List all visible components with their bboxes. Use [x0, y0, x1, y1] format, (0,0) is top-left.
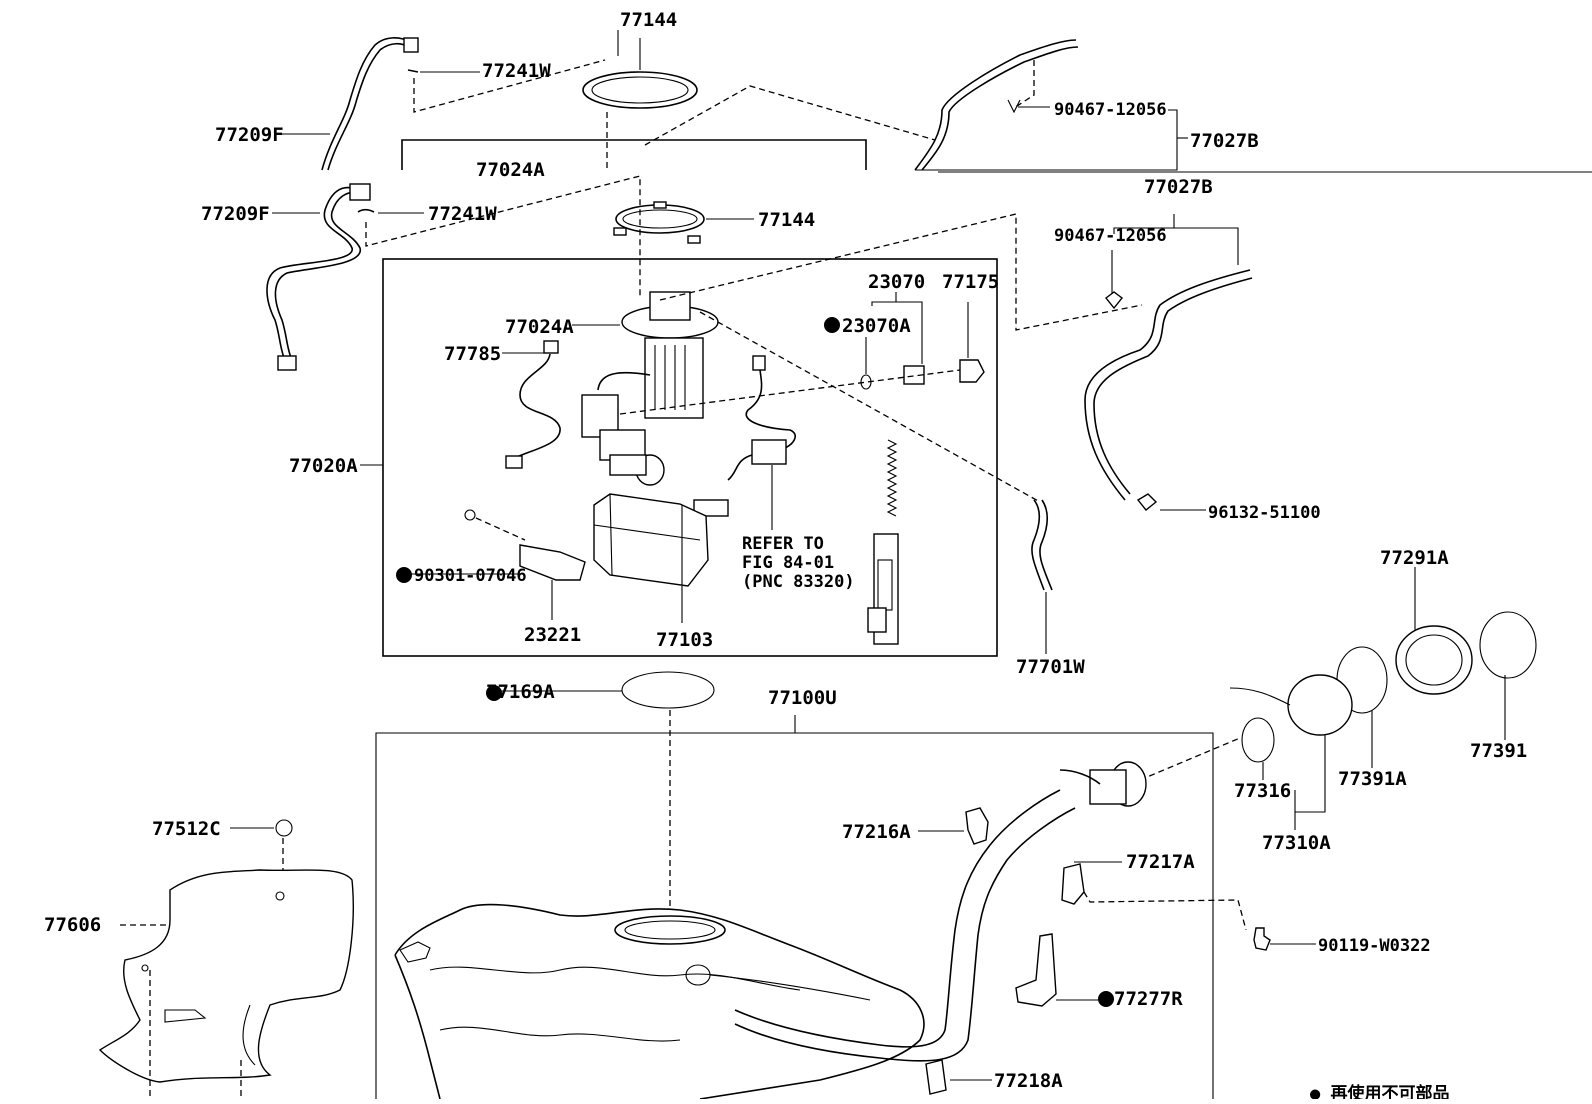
heat-shield-section: 77512C 77606: [44, 818, 354, 1099]
label-77606: 77606: [44, 914, 101, 936]
label-23070: 23070: [868, 271, 925, 293]
assembly-frame-77020a: [382, 258, 998, 657]
valve-23070: [619, 292, 985, 415]
ring-77144-top: [582, 71, 698, 109]
hose-77209f-top: [321, 37, 411, 171]
label-23221: 23221: [524, 624, 581, 646]
label-77175: 77175: [942, 271, 999, 293]
label-77512c: 77512C: [152, 818, 221, 840]
non-reusable-mark-23070a: [824, 317, 840, 333]
heat-shield-77606: [98, 869, 354, 1083]
level-gauge: [867, 439, 899, 645]
clip-77512c: [275, 819, 293, 837]
label-77169a: 77169A: [486, 681, 555, 703]
top-strip: 77144 77241W 77209F 90467-12056 77027B 7…: [215, 9, 1592, 181]
gasket-77391: [1479, 611, 1537, 679]
label-77241w: 77241W: [428, 203, 497, 225]
label-77310a: 77310A: [1262, 832, 1331, 854]
fuel-tank-section: 77169A 77100U 77216A 77217A 90119-W0322 …: [375, 671, 1431, 1100]
label-77316: 77316: [1234, 780, 1291, 802]
ring-77144: [615, 204, 705, 234]
refer-line-3: (PNC 83320): [742, 572, 855, 592]
refer-line-1: REFER TO: [742, 534, 824, 554]
hose-77209f: [266, 186, 359, 361]
filter-housing-77103: [593, 493, 709, 623]
legend-non-reusable: ● 再使用不可部品: [1310, 1083, 1449, 1099]
filler-cap-section: 77291A 77391 77391A 77316 77310A: [1139, 547, 1537, 854]
ring-77316: [1241, 717, 1275, 763]
label-77103: 77103: [656, 629, 713, 651]
non-reusable-mark-77169a: [486, 685, 502, 701]
label-77100u: 77100U: [768, 687, 837, 709]
pump-assembly-section: 77209F 77241W 77144 77027B 90467-12056 2…: [201, 175, 1321, 678]
label-90301: 90301-07046: [414, 566, 527, 586]
neck-77291a: [1395, 625, 1473, 695]
bracket-77277r: [1015, 933, 1057, 1007]
label-77209f: 77209F: [201, 203, 270, 225]
bracket-77218a: [925, 1059, 947, 1095]
bolt-90119: [1253, 927, 1271, 951]
non-reusable-mark-77277r: [1098, 991, 1114, 1007]
refer-line-2: FIG 84-01: [742, 553, 834, 573]
label-96132: 96132-51100: [1208, 503, 1321, 523]
gasket-77169a: [621, 671, 715, 709]
label-77277r: 77277R: [1114, 988, 1183, 1010]
label-77020a: 77020A: [289, 455, 358, 477]
pump-23221: [464, 509, 586, 620]
label-77391a: 77391A: [1338, 768, 1407, 790]
label-77027b: 77027B: [1144, 176, 1213, 198]
label-77217a: 77217A: [1126, 851, 1195, 873]
label-77027b-top: 77027B: [1190, 130, 1259, 152]
sender-gauge-wire: [693, 355, 796, 530]
label-23070a: 23070A: [842, 315, 911, 337]
vent-pipe-77027b: [1084, 214, 1253, 511]
label-90119: 90119-W0322: [1318, 936, 1431, 956]
label-77024a: 77024A: [505, 316, 574, 338]
filler-pipe: [734, 789, 1061, 1048]
non-reusable-mark-90301: [396, 567, 412, 583]
wire-77785: [505, 340, 561, 469]
label-90467-top: 90467-12056: [1054, 100, 1167, 120]
fuel-tank: [394, 903, 925, 1100]
label-77391: 77391: [1470, 740, 1527, 762]
bracket-77216a: [965, 807, 989, 845]
label-90467: 90467-12056: [1054, 226, 1167, 246]
fuel-pump-module: [581, 291, 719, 486]
label-77216a: 77216A: [842, 821, 911, 843]
label-77209f-top: 77209F: [215, 124, 284, 146]
label-77241w-top: 77241W: [482, 60, 551, 82]
label-77144-top: 77144: [620, 9, 677, 31]
label-77785: 77785: [444, 343, 501, 365]
bracket-77217a: [1061, 863, 1085, 905]
label-77701w: 77701W: [1016, 656, 1085, 678]
label-77218a: 77218A: [994, 1070, 1063, 1092]
label-77144: 77144: [758, 209, 815, 231]
fuel-cap: [1287, 674, 1353, 736]
label-77291a: 77291A: [1380, 547, 1449, 569]
label-77024a-cut: 77024A: [476, 159, 545, 181]
pipe-77701w: [1031, 499, 1045, 591]
